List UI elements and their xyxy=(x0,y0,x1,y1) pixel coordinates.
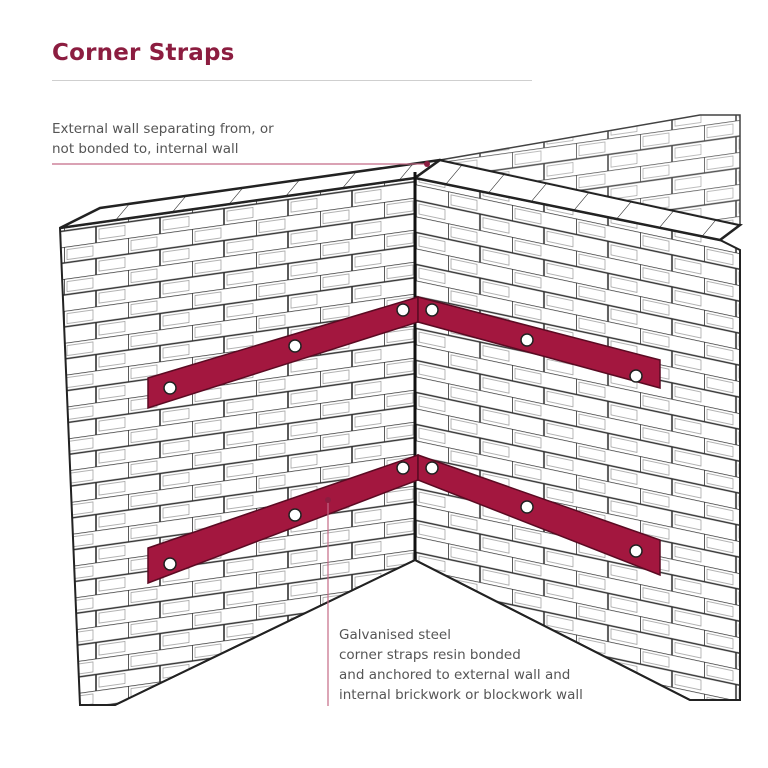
bolt-icon xyxy=(629,544,643,558)
bolt-icon xyxy=(163,557,177,571)
bolt-icon xyxy=(396,303,410,317)
annotation-line: corner straps resin bonded xyxy=(339,647,521,663)
lower-right-strap xyxy=(417,453,661,577)
bolt-icon xyxy=(288,508,302,522)
bolt-icon xyxy=(288,339,302,353)
annotation-line: Galvanised steel xyxy=(339,627,451,643)
top-leader-dot xyxy=(424,161,430,167)
bolt-icon xyxy=(396,461,410,475)
bolt-icon xyxy=(520,333,534,347)
floor-edge-right xyxy=(414,559,691,701)
bolt-icon xyxy=(629,369,643,383)
annotation-line: not bonded to, internal wall xyxy=(52,141,239,157)
annotation-line: and anchored to external wall and xyxy=(339,667,571,683)
annotation-line: External wall separating from, or xyxy=(52,121,274,137)
external-wall-annotation: External wall separating from, or not bo… xyxy=(52,119,274,159)
bottom-leader-dot xyxy=(325,497,331,503)
bolt-icon xyxy=(425,303,439,317)
page-title: Corner Straps xyxy=(52,40,235,66)
floor-edge-left xyxy=(114,559,416,706)
bolt-icon xyxy=(163,381,177,395)
annotation-line: internal brickwork or blockwork wall xyxy=(339,687,583,703)
internal-wall xyxy=(414,176,741,701)
external-wall-far xyxy=(439,114,741,226)
title-divider xyxy=(52,80,532,81)
upper-right-strap xyxy=(417,296,661,389)
bolt-icon xyxy=(520,500,534,514)
bolt-icon xyxy=(425,461,439,475)
straps-annotation: Galvanised steel corner straps resin bon… xyxy=(339,625,583,705)
